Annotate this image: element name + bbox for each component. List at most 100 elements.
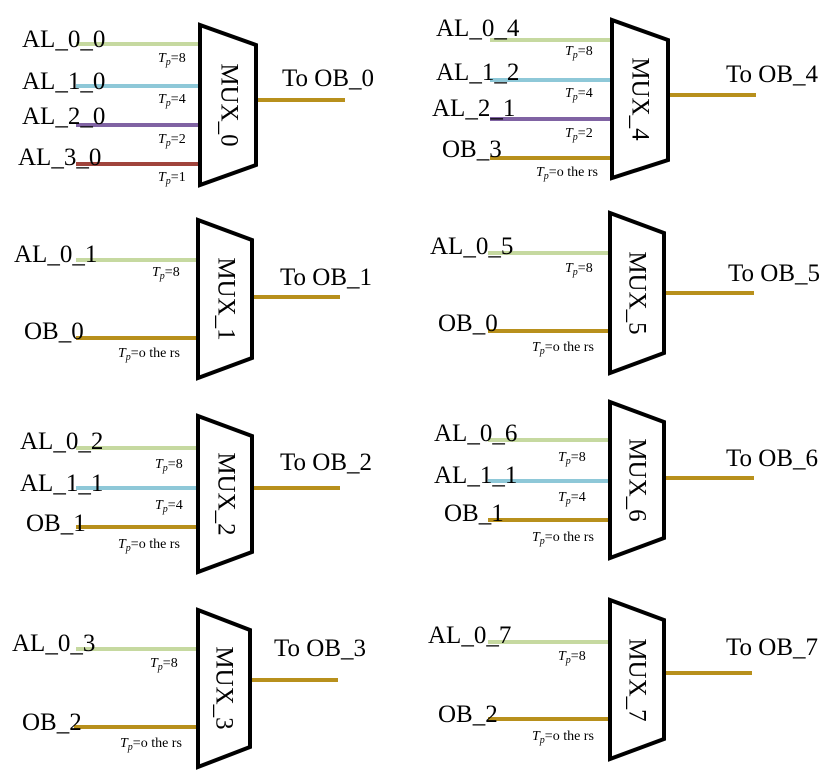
output-label: To OB_7 (726, 634, 818, 661)
condition-label: Tp=8 (152, 265, 180, 282)
cond-value: =o the rs (131, 537, 180, 552)
input-label: AL_0_0 (22, 26, 105, 53)
cond-subscript: p (157, 662, 163, 673)
cond-symbol: T (158, 92, 167, 107)
mux-trapezoid (196, 217, 254, 381)
cond-subscript: p (165, 57, 171, 68)
input-label: OB_3 (442, 136, 502, 163)
output-label: To OB_6 (726, 445, 818, 472)
mux-block-4: AL_0_4Tp=8AL_1_2Tp=4AL_2_1Tp=2OB_3Tp=o t… (432, 15, 819, 182)
condition-label: Tp=o the rs (118, 346, 180, 363)
cond-subscript: p (162, 504, 168, 515)
cond-symbol: T (150, 656, 159, 671)
condition-label: Tp=2 (565, 126, 593, 143)
input-label: OB_2 (22, 709, 82, 736)
cond-subscript: p (539, 735, 545, 746)
condition-label: Tp=8 (158, 51, 186, 68)
cond-value: =8 (163, 656, 178, 671)
mux-trapezoid (198, 22, 258, 188)
mux-name: MUX_5 (624, 251, 651, 334)
cond-value: =4 (171, 92, 186, 107)
cond-symbol: T (558, 649, 567, 664)
input-label: AL_0_5 (430, 233, 513, 260)
cond-symbol: T (558, 450, 567, 465)
cond-subscript: p (572, 132, 578, 143)
mux-name: MUX_3 (211, 646, 238, 729)
condition-label: Tp=1 (158, 170, 186, 187)
cond-symbol: T (118, 537, 127, 552)
cond-symbol: T (565, 261, 574, 276)
input-label: AL_2_0 (22, 103, 105, 130)
cond-subscript: p (565, 496, 571, 507)
cond-value: =8 (578, 261, 593, 276)
cond-subscript: p (543, 171, 549, 182)
cond-subscript: p (565, 655, 571, 666)
condition-label: Tp=8 (565, 44, 593, 61)
input-label: AL_1_2 (436, 59, 519, 86)
cond-symbol: T (155, 498, 164, 513)
input-label: AL_0_7 (428, 622, 511, 649)
condition-label: Tp=4 (558, 490, 586, 507)
input-label: OB_1 (26, 510, 86, 537)
cond-value: =8 (571, 649, 586, 664)
cond-value: =2 (171, 132, 186, 147)
output-label: To OB_3 (274, 635, 366, 662)
cond-symbol: T (155, 457, 164, 472)
cond-symbol: T (565, 44, 574, 59)
mux-name: MUX_0 (216, 63, 243, 146)
input-label: OB_1 (444, 500, 504, 527)
condition-label: Tp=2 (158, 132, 186, 149)
cond-value: =o the rs (545, 729, 594, 744)
mux-trapezoid (610, 17, 670, 181)
condition-label: Tp=o the rs (532, 729, 594, 746)
cond-symbol: T (532, 729, 541, 744)
mux-name: MUX_2 (213, 452, 240, 535)
cond-value: =8 (165, 265, 180, 280)
cond-subscript: p (127, 742, 133, 753)
cond-symbol: T (565, 86, 574, 101)
condition-label: Tp=8 (155, 457, 183, 474)
cond-value: =8 (578, 44, 593, 59)
condition-label: Tp=o the rs (118, 537, 180, 554)
cond-subscript: p (125, 352, 131, 363)
cond-symbol: T (158, 51, 167, 66)
cond-subscript: p (165, 98, 171, 109)
cond-value: =o the rs (545, 530, 594, 545)
cond-symbol: T (558, 490, 567, 505)
input-label: OB_0 (24, 318, 84, 345)
cond-value: =4 (578, 86, 593, 101)
mux-trapezoid (608, 210, 666, 376)
condition-label: Tp=4 (565, 86, 593, 103)
input-label: AL_3_0 (18, 144, 101, 171)
condition-label: Tp=4 (158, 92, 186, 109)
mux-trapezoid (196, 607, 252, 770)
input-label: AL_0_4 (436, 15, 520, 42)
condition-label: Tp=8 (150, 656, 178, 673)
mux-trapezoid (608, 399, 666, 561)
cond-subscript: p (165, 138, 171, 149)
output-label: To OB_5 (728, 260, 820, 287)
cond-value: =2 (578, 126, 593, 141)
cond-symbol: T (152, 265, 161, 280)
cond-value: =8 (168, 457, 183, 472)
cond-subscript: p (565, 456, 571, 467)
cond-symbol: T (158, 170, 167, 185)
input-label: OB_2 (438, 701, 498, 728)
cond-subscript: p (539, 346, 545, 357)
input-label: AL_0_1 (14, 241, 97, 268)
mux-block-6: AL_0_6Tp=8AL_1_1Tp=4OB_1Tp=o the rsMUX_6… (434, 399, 818, 561)
cond-value: =o the rs (549, 165, 598, 180)
cond-subscript: p (162, 463, 168, 474)
condition-label: Tp=o the rs (536, 165, 598, 182)
input-label: AL_0_3 (12, 630, 95, 657)
input-label: AL_1_1 (20, 470, 103, 497)
input-label: AL_0_2 (20, 428, 103, 455)
cond-value: =4 (571, 490, 586, 505)
cond-subscript: p (165, 176, 171, 187)
cond-value: =4 (168, 498, 183, 513)
cond-symbol: T (158, 132, 167, 147)
